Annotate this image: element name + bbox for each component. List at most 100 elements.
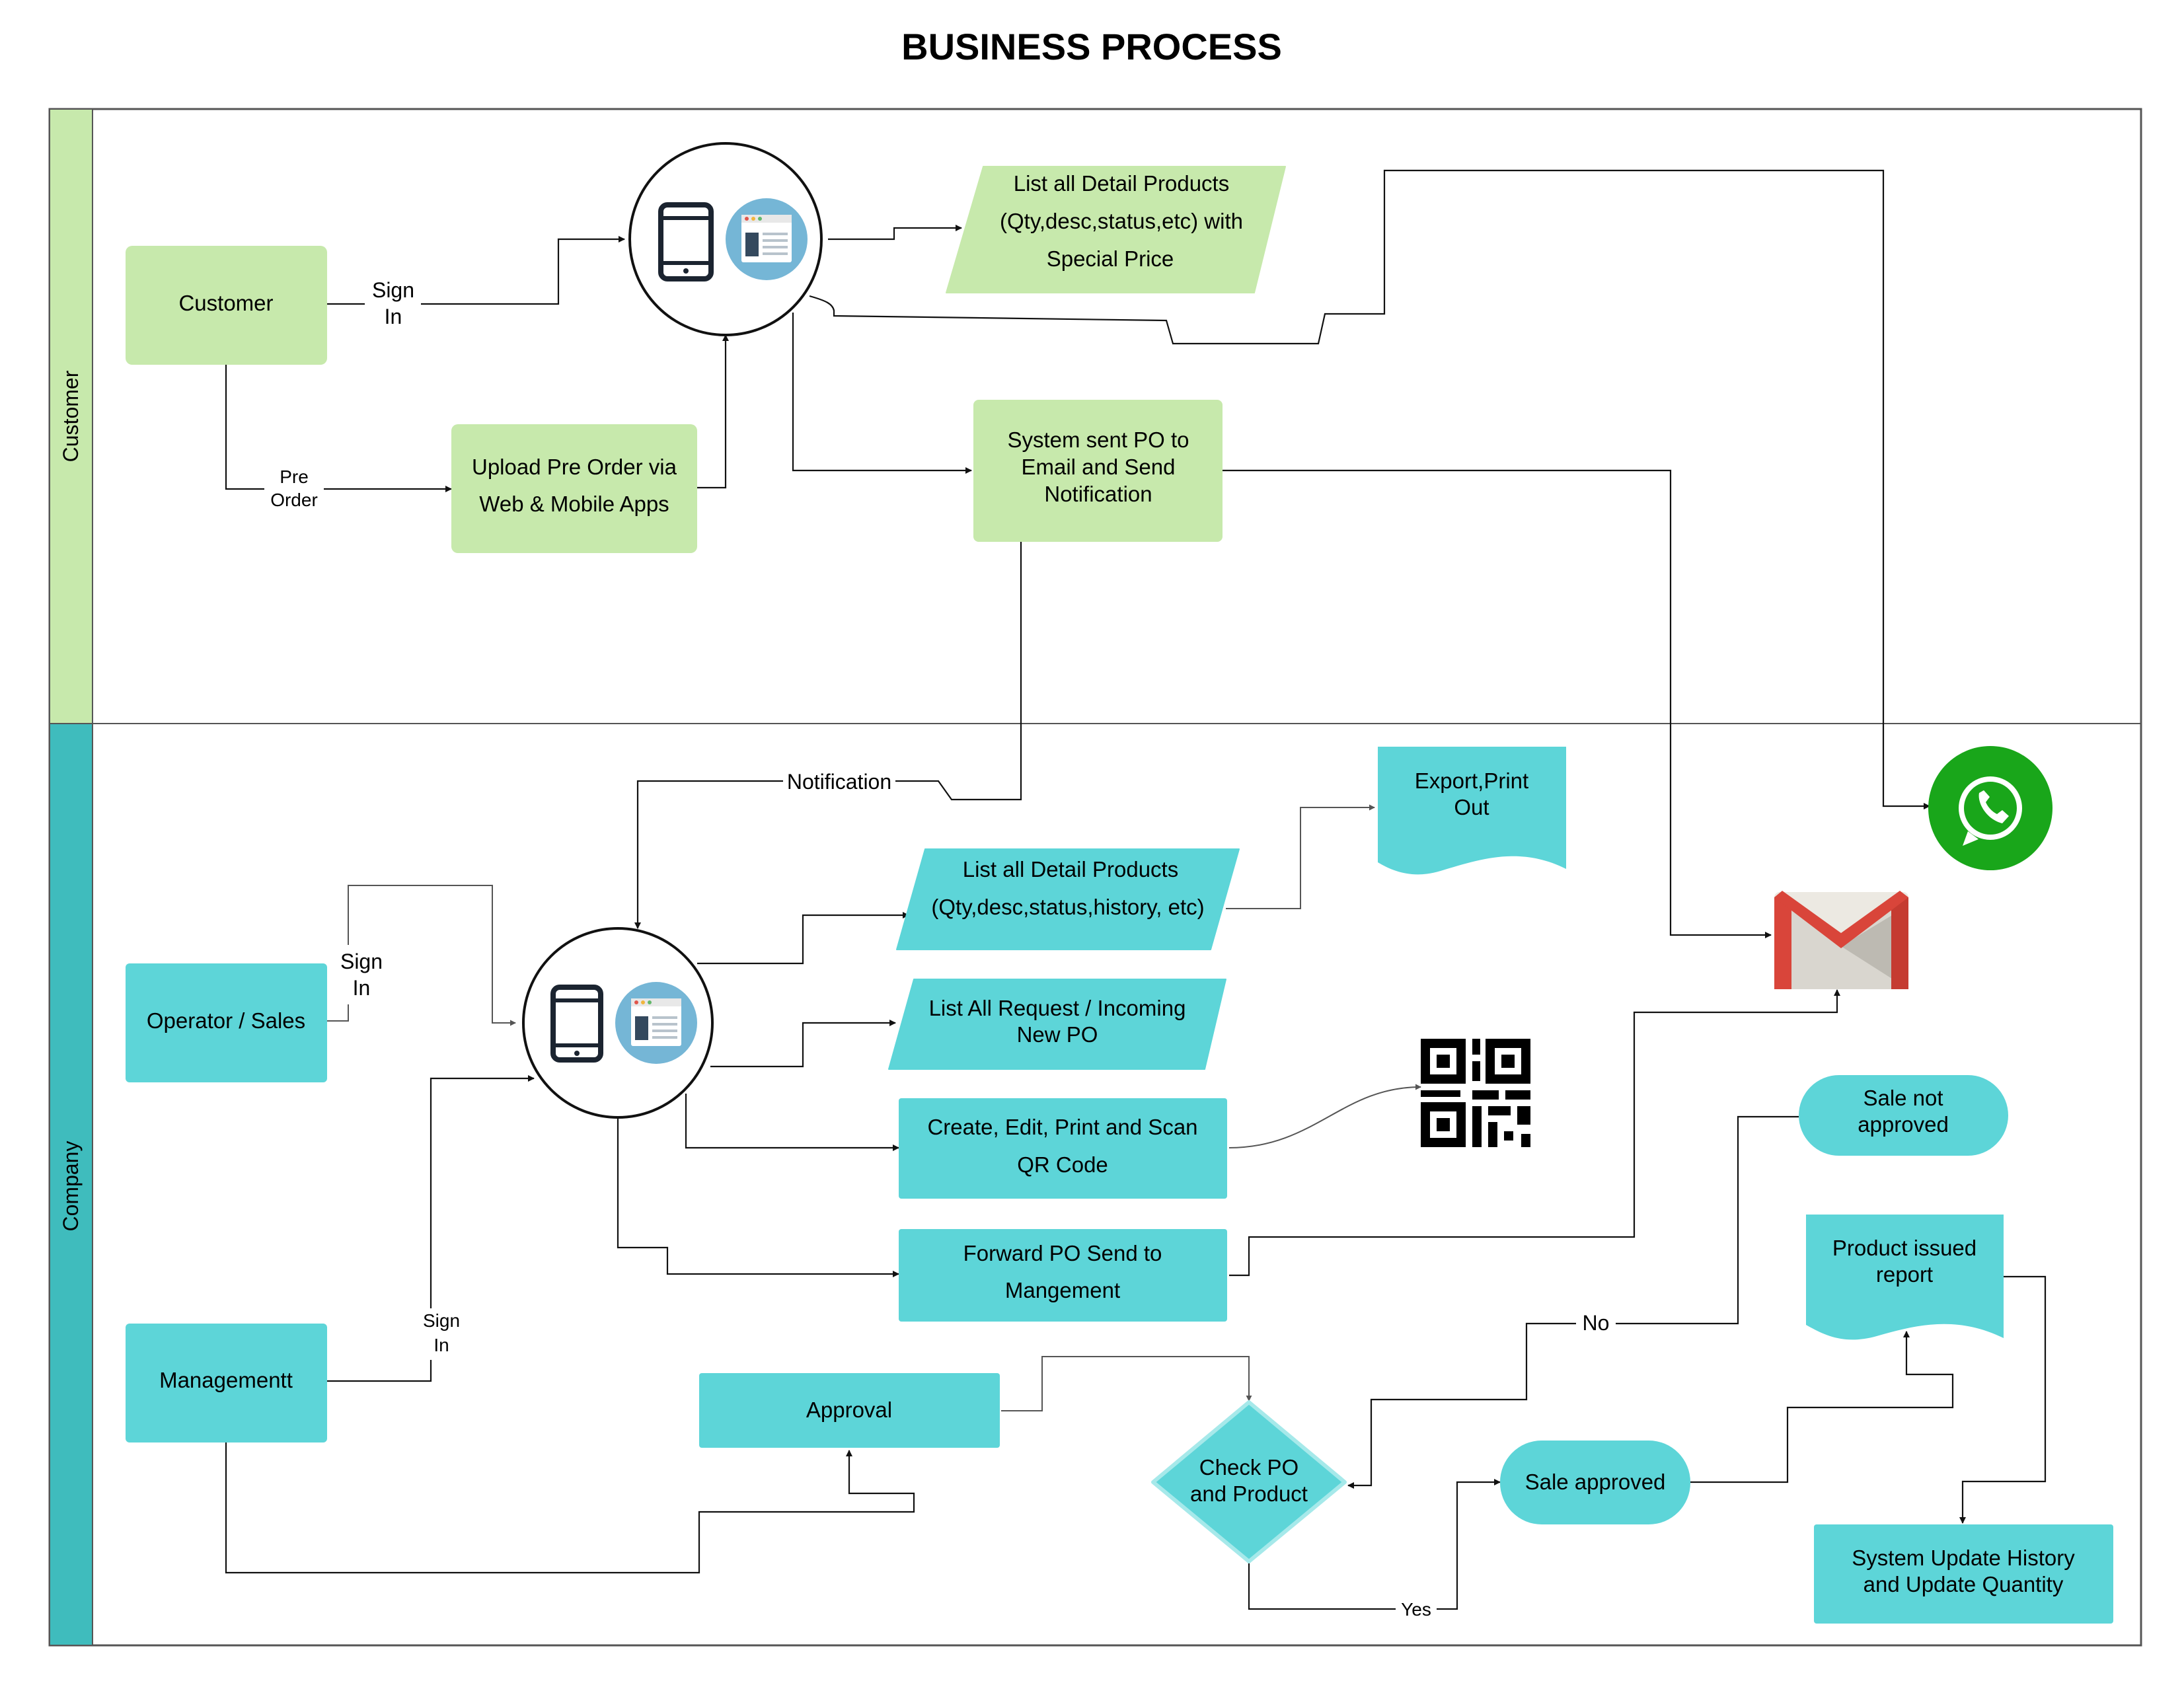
- edge-label-bg: [365, 273, 421, 332]
- node-export-print-line-2: Out: [1454, 795, 1489, 819]
- edge-label-sign-in-operator-1: Sign: [340, 950, 383, 973]
- node-sale-approved-label: Sale approved: [1525, 1470, 1666, 1494]
- node-upload-preorder-line-1: Upload Pre Order via: [472, 455, 677, 479]
- node-list-products-customer-line-3: Special Price: [1047, 246, 1174, 271]
- company-app-hub[interactable]: [522, 927, 714, 1119]
- node-approval[interactable]: Approval: [699, 1373, 1000, 1448]
- node-system-update[interactable]: System Update History and Update Quantit…: [1814, 1524, 2113, 1624]
- node-operator-sales[interactable]: Operator / Sales: [126, 963, 327, 1082]
- edge-forward-po-to-gmail: [1229, 989, 1840, 1277]
- node-export-print-line-1: Export,Print: [1415, 768, 1528, 793]
- edge-label-sign-in-operator-2: In: [353, 976, 371, 1000]
- node-list-requests-line-1: List All Request / Incoming: [929, 996, 1186, 1020]
- node-list-products-customer-line-1: List all Detail Products: [1014, 171, 1229, 196]
- edge-customer-sign-in: [327, 236, 625, 305]
- node-list-products-company-line-1: List all Detail Products: [963, 857, 1178, 881]
- edge-hub-to-whatsapp: [809, 169, 1930, 809]
- edge-approval-to-check-po: [1001, 1356, 1252, 1411]
- edge-label-sign-in-customer-1: Sign: [372, 278, 414, 302]
- mobile-phone-icon: [658, 202, 714, 281]
- edge-product-issued-to-system-update: [1959, 1275, 2047, 1524]
- edge-label-notification: Notification: [787, 770, 891, 794]
- node-approval-label: Approval: [806, 1398, 892, 1422]
- edge-label-bg: [264, 465, 324, 517]
- edge-system-po-to-gmail: [1223, 469, 1772, 938]
- edge-label-bg: [334, 945, 390, 1004]
- edge-label-yes: Yes: [1401, 1599, 1431, 1620]
- node-list-products-company[interactable]: List all Detail Products (Qty,desc,statu…: [896, 848, 1240, 950]
- node-sale-not-approved-line-2: approved: [1858, 1112, 1949, 1137]
- lane-label-customer: Customer: [59, 370, 83, 462]
- node-customer-label: Customer: [178, 291, 273, 315]
- node-forward-po-line-2: Mangement: [1005, 1278, 1120, 1302]
- edge-hub-to-forward-po: [617, 1117, 899, 1277]
- edge-label-bg: [1396, 1598, 1437, 1622]
- qr-code-icon: [1421, 1039, 1530, 1147]
- node-system-sent-po[interactable]: System sent PO to Email and Send Notific…: [973, 400, 1223, 542]
- connectors: [225, 169, 2047, 1610]
- node-sale-approved[interactable]: Sale approved: [1500, 1441, 1690, 1524]
- diagram-title: BUSINESS PROCESS: [901, 26, 1282, 67]
- swimlanes: Customer Company: [48, 108, 2142, 1647]
- node-product-issued-line-2: report: [1876, 1262, 1933, 1287]
- node-create-qr-line-2: QR Code: [1017, 1152, 1108, 1177]
- node-create-qr-line-1: Create, Edit, Print and Scan: [927, 1115, 1197, 1139]
- node-list-products-customer-line-2: (Qty,desc,status,etc) with: [1000, 209, 1243, 233]
- browser-window-icon: [726, 198, 808, 280]
- edge-management-to-approval: [225, 1442, 915, 1574]
- edge-label-sign-in-management-1: Sign: [423, 1310, 460, 1331]
- edge-hub-to-system-po: [792, 313, 972, 474]
- node-system-sent-po-line-2: Email and Send: [1022, 455, 1176, 479]
- node-list-requests[interactable]: List All Request / Incoming New PO: [888, 979, 1226, 1070]
- edge-no-to-check-po: [1347, 1115, 1799, 1489]
- node-operator-sales-label: Operator / Sales: [147, 1008, 305, 1033]
- mobile-phone-icon: [550, 985, 603, 1063]
- edge-hub-to-company-product-list: [697, 912, 909, 965]
- node-forward-po[interactable]: Forward PO Send to Mangement: [899, 1229, 1227, 1322]
- edge-management-sign-in: [327, 1075, 535, 1382]
- edge-label-bg: [783, 768, 895, 795]
- node-upload-preorder-line-2: Web & Mobile Apps: [479, 492, 669, 516]
- node-system-update-line-2: and Update Quantity: [1864, 1572, 2064, 1596]
- node-managementt-label: Managementt: [159, 1368, 293, 1392]
- node-system-update-line-1: System Update History: [1852, 1546, 2075, 1570]
- node-product-issued[interactable]: Product issued report: [1806, 1215, 2004, 1340]
- edge-sale-approved-to-product-issued: [1690, 1331, 1954, 1483]
- node-sale-not-approved-line-1: Sale not: [1863, 1086, 1943, 1110]
- node-create-qr[interactable]: Create, Edit, Print and Scan QR Code: [899, 1098, 1227, 1199]
- node-check-po[interactable]: Check PO and Product: [1151, 1400, 1347, 1563]
- node-managementt[interactable]: Managementt: [126, 1324, 327, 1442]
- node-system-sent-po-line-3: Notification: [1044, 482, 1152, 506]
- node-export-print[interactable]: Export,Print Out: [1378, 747, 1566, 875]
- node-customer[interactable]: Customer: [126, 246, 327, 365]
- node-check-po-line-1: Check PO: [1199, 1455, 1299, 1479]
- edge-label-bg: [1576, 1310, 1616, 1337]
- edge-qr-create-to-qr-icon: [1228, 1084, 1421, 1148]
- edge-notification: [634, 542, 1022, 929]
- edge-label-no: No: [1583, 1311, 1610, 1335]
- browser-window-icon: [615, 982, 697, 1064]
- node-sale-not-approved[interactable]: Sale not approved: [1799, 1075, 2008, 1156]
- gmail-icon: [1774, 891, 1908, 989]
- node-list-products-company-line-2: (Qty,desc,status,history, etc): [931, 895, 1204, 919]
- node-list-requests-line-2: New PO: [1017, 1022, 1098, 1047]
- edge-operator-sign-in: [327, 885, 516, 1026]
- node-list-products-customer[interactable]: List all Detail Products (Qty,desc,statu…: [946, 166, 1286, 293]
- node-check-po-line-2: and Product: [1190, 1481, 1308, 1506]
- lane-label-company: Company: [59, 1141, 83, 1232]
- edge-product-list-to-export: [1226, 804, 1375, 909]
- node-upload-preorder[interactable]: Upload Pre Order via Web & Mobile Apps: [451, 424, 697, 553]
- edge-label-pre-order-2: Order: [270, 490, 318, 510]
- edge-label-sign-in-customer-2: In: [385, 305, 402, 328]
- whatsapp-icon: [1928, 746, 2052, 870]
- edge-hub-to-requests: [710, 1020, 896, 1068]
- edge-label-sign-in-management-2: In: [433, 1335, 449, 1355]
- customer-app-hub[interactable]: [628, 142, 823, 336]
- edge-hub-to-qr-create: [685, 1094, 899, 1151]
- edge-labels: Sign In Pre Order Notification Sign In S…: [264, 273, 1616, 1622]
- edge-label-pre-order-1: Pre: [280, 467, 309, 487]
- lane-header-company: [49, 723, 93, 1646]
- edge-yes-to-sale-approved: [1248, 1479, 1501, 1610]
- edge-customer-pre-order: [225, 363, 452, 492]
